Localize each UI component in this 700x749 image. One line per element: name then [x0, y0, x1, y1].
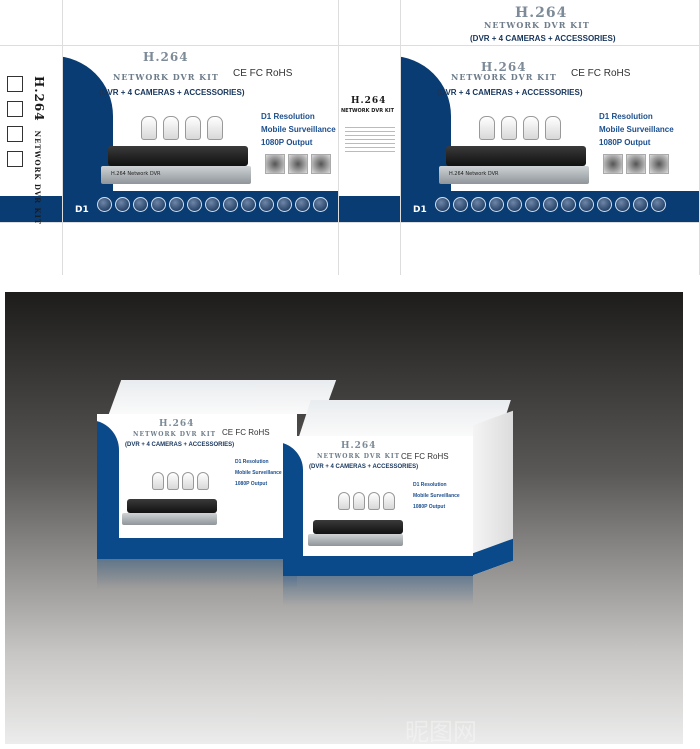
box1-certs: CE FC RoHS [222, 428, 270, 437]
camera-image [152, 472, 164, 490]
fragile-icon [7, 76, 23, 92]
box2-title: H.264 [341, 441, 377, 451]
camera-image [141, 116, 157, 140]
camera-thumbnail [311, 154, 331, 174]
box1-subtitle: NETWORK DVR KIT [133, 431, 217, 438]
camera-image [501, 116, 517, 140]
fold-line-top [0, 45, 700, 46]
box1-feature-3: 1080P Output [235, 481, 268, 487]
product-render-scene: H.264 NETWORK DVR KIT (DVR + 4 CAMERAS +… [5, 292, 683, 746]
camera-image [368, 492, 380, 510]
box2-dvr-front [308, 534, 403, 546]
dvr-image [108, 146, 248, 166]
camera-image [479, 116, 495, 140]
front2-title: H.264 [481, 60, 527, 74]
dvr-image [446, 146, 586, 166]
front2-feature-1: D1 Resolution [599, 112, 653, 121]
front1-feature-2: Mobile Surveillance [261, 125, 336, 134]
front1-title: H.264 [143, 50, 189, 64]
front2-feature-2: Mobile Surveillance [599, 125, 674, 134]
flap-contents: (DVR + 4 CAMERAS + ACCESSORIES) [470, 34, 616, 43]
camera-image [383, 492, 395, 510]
front1-feature-1: D1 Resolution [261, 112, 315, 121]
box2-dvr [313, 520, 403, 534]
camera-image [523, 116, 539, 140]
box2-feature-1: D1 Resolution [413, 482, 447, 488]
camera-image [338, 492, 350, 510]
box1-feature-1: D1 Resolution [235, 459, 269, 465]
side-vertical-title: H.264 NETWORK DVR KIT [32, 76, 46, 226]
box1-top [108, 380, 337, 414]
fold-line-2 [338, 0, 339, 275]
camera-image [182, 472, 194, 490]
front-panel-1: H.264 NETWORK DVR KIT (DVR + 4 CAMERAS +… [63, 46, 338, 222]
box1-contents: (DVR + 4 CAMERAS + ACCESSORIES) [125, 442, 235, 448]
front-panel-2: H.264 NETWORK DVR KIT (DVR + 4 CAMERAS +… [401, 46, 699, 222]
box1-front: H.264 NETWORK DVR KIT (DVR + 4 CAMERAS +… [97, 414, 297, 559]
camera-image [167, 472, 179, 490]
box1-title: H.264 [159, 419, 195, 429]
front2-subtitle: NETWORK DVR KIT [451, 72, 557, 82]
front2-certs: CE FC RoHS [571, 68, 631, 79]
side-panel-left: H.264 NETWORK DVR KIT [0, 46, 62, 226]
box2-certs: CE FC RoHS [401, 452, 449, 461]
box2-subtitle: NETWORK DVR KIT [317, 453, 401, 460]
camera-image [197, 472, 209, 490]
camera-image [163, 116, 179, 140]
front1-certs: CE FC RoHS [233, 68, 293, 79]
camera-image [207, 116, 223, 140]
keep-dry-icon [7, 101, 23, 117]
watermark: 昵图网 [405, 718, 477, 746]
stack-limit-icon [7, 151, 23, 167]
front1-subtitle: NETWORK DVR KIT [113, 72, 219, 82]
camera-image [353, 492, 365, 510]
box1-dvr [127, 499, 217, 513]
box2-contents: (DVR + 4 CAMERAS + ACCESSORIES) [309, 464, 419, 470]
side-panel-middle: H.264 NETWORK DVR KIT [339, 46, 400, 222]
side-subtitle: NETWORK DVR KIT [341, 108, 394, 114]
side-title: H.264 [351, 96, 387, 106]
flap-brand-title: H.264 [515, 5, 568, 21]
camera-thumbnail [626, 154, 646, 174]
feature-icon-row: D1 [75, 197, 331, 216]
flap-brand-subtitle: NETWORK DVR KIT [484, 20, 590, 30]
box2-side [473, 410, 513, 576]
camera-image [545, 116, 561, 140]
camera-thumbnail [265, 154, 285, 174]
camera-thumbnail [603, 154, 623, 174]
dvr-front-image: H.264 Network DVR [439, 166, 589, 184]
box1-dvr-front [122, 513, 217, 525]
side-fine-print [345, 124, 395, 154]
front2-contents: (DVR + 4 CAMERAS + ACCESSORIES) [437, 88, 583, 97]
front1-feature-3: 1080P Output [261, 138, 313, 147]
this-side-up-icon [7, 126, 23, 142]
fold-line-bottom [0, 222, 700, 223]
fold-line-3 [400, 0, 401, 275]
box1-reflection [97, 559, 297, 589]
front1-contents: (DVR + 4 CAMERAS + ACCESSORIES) [99, 88, 245, 97]
fold-line-1 [62, 0, 63, 275]
box2-reflection [283, 576, 473, 606]
box1-feature-2: Mobile Surveillance [235, 470, 282, 476]
packaging-dieline: H.264 NETWORK DVR KIT (DVR + 4 CAMERAS +… [0, 0, 700, 275]
front2-feature-3: 1080P Output [599, 138, 651, 147]
dvr-front-image: H.264 Network DVR [101, 166, 251, 184]
box2-front: H.264 NETWORK DVR KIT (DVR + 4 CAMERAS +… [283, 436, 473, 576]
camera-image [185, 116, 201, 140]
box2-feature-3: 1080P Output [413, 504, 446, 510]
camera-thumbnail [649, 154, 669, 174]
camera-thumbnail [288, 154, 308, 174]
box2-feature-2: Mobile Surveillance [413, 493, 460, 499]
feature-icon-row: D1 [413, 197, 669, 216]
